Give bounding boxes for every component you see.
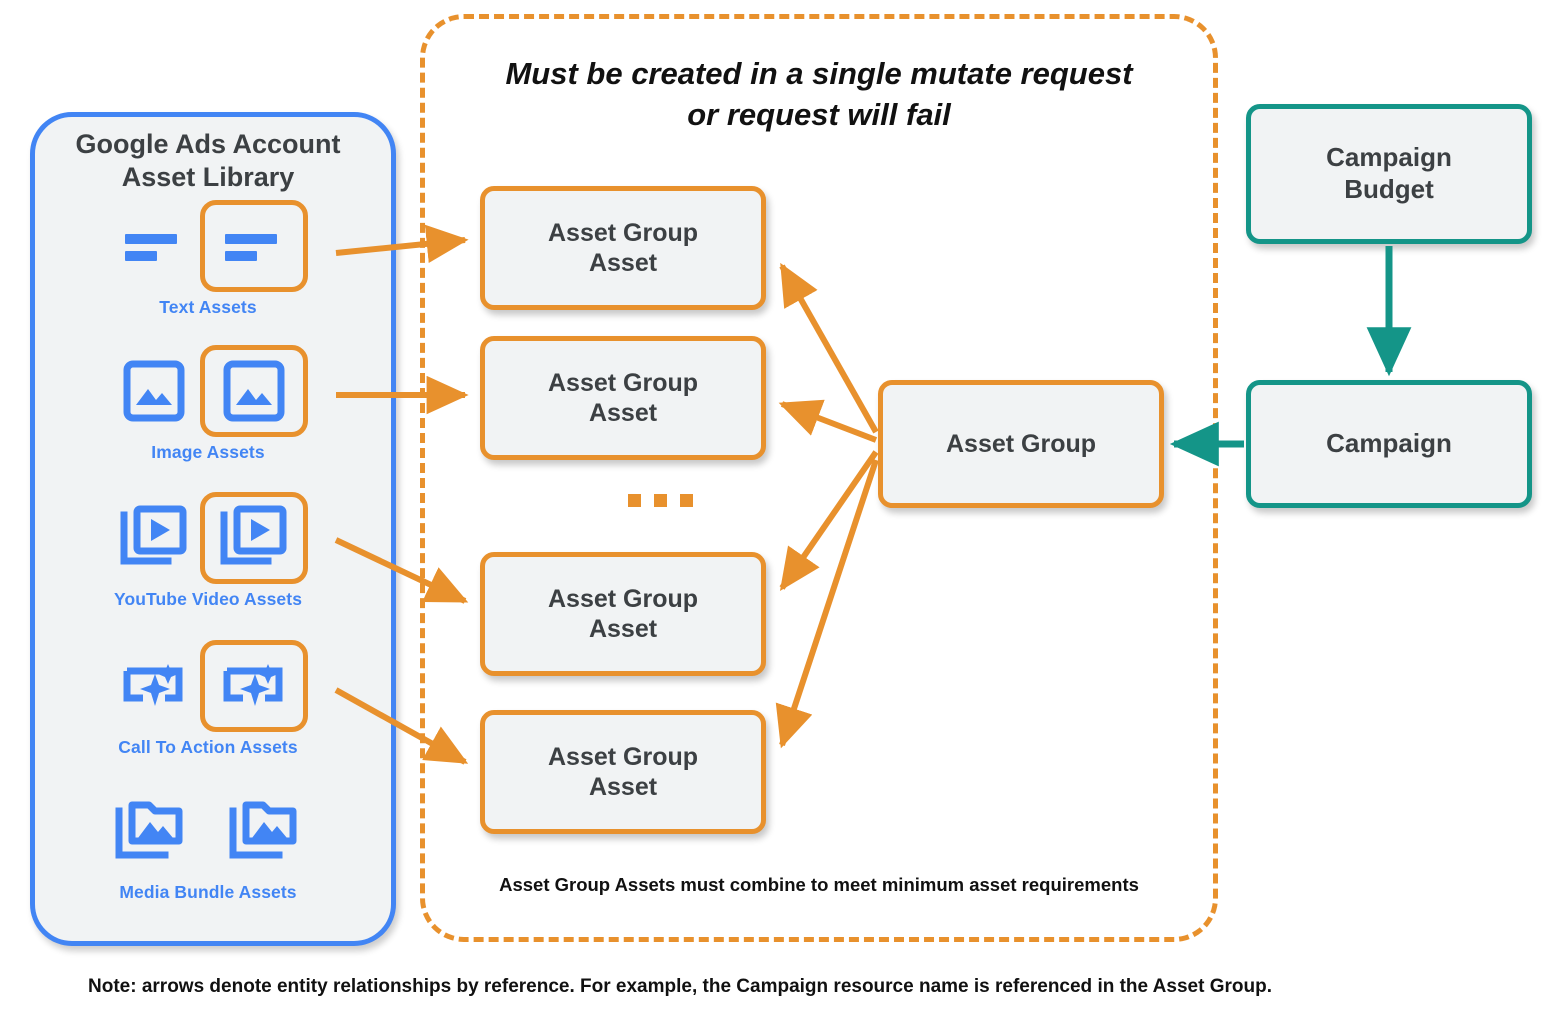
youtube-video-asset-highlighted-icon[interactable]	[200, 492, 308, 584]
asset-caption-text: Text Assets	[159, 297, 257, 317]
asset-library-title-line1: Google Ads Account	[75, 129, 341, 159]
text-asset-highlighted-icon[interactable]	[200, 200, 308, 292]
aga-4-line1: Asset Group	[547, 742, 699, 771]
asset-icons-media-bundle	[30, 785, 386, 877]
asset-icons-cta	[30, 640, 386, 732]
aga-2-line1: Asset Group	[547, 368, 699, 397]
asset-group-asset-node-4[interactable]: Asset Group Asset	[480, 710, 766, 834]
campaign-label: Campaign	[1326, 428, 1452, 459]
asset-group-asset-node-1[interactable]: Asset Group Asset	[480, 186, 766, 310]
ellipsis-dot-3	[680, 494, 693, 507]
campaign-budget-line1: Campaign	[1326, 142, 1452, 173]
aga-3-line1: Asset Group	[547, 584, 699, 613]
asset-group-label: Asset Group	[945, 429, 1097, 458]
call-to-action-asset-highlighted-icon[interactable]	[200, 640, 308, 732]
asset-library-title-line2: Asset Library	[121, 161, 295, 192]
ellipsis-dot-2	[654, 494, 667, 507]
asset-group-asset-node-3[interactable]: Asset Group Asset	[480, 552, 766, 676]
aga-1-line1: Asset Group	[547, 218, 699, 247]
asset-caption-video: YouTube Video Assets	[113, 589, 303, 609]
asset-caption-media-bundle: Media Bundle Assets	[119, 882, 297, 902]
ellipsis-dot-1	[628, 494, 641, 507]
media-bundle-asset-icon-2	[219, 785, 311, 877]
mutate-request-container	[420, 14, 1218, 942]
asset-row-cta[interactable]: Call To Action Assets	[30, 640, 386, 758]
asset-row-text[interactable]: Text Assets	[30, 200, 386, 318]
asset-library-title: Google Ads Account Asset Library	[30, 128, 386, 194]
aga-1-line2: Asset	[588, 249, 658, 277]
footer-note: Note: arrows denote entity relationships…	[88, 976, 1272, 997]
aga-2-line2: Asset	[588, 399, 658, 427]
campaign-budget-line2: Budget	[1344, 174, 1434, 204]
mutate-request-footnote: Asset Group Assets must combine to meet …	[499, 874, 1139, 895]
asset-icons-image	[30, 345, 386, 437]
youtube-video-asset-icon	[108, 492, 200, 584]
asset-group-asset-node-2[interactable]: Asset Group Asset	[480, 336, 766, 460]
aga-3-line2: Asset	[588, 615, 658, 643]
media-bundle-asset-icon	[105, 785, 197, 877]
campaign-node[interactable]: Campaign	[1246, 380, 1532, 508]
asset-row-image[interactable]: Image Assets	[30, 345, 386, 463]
asset-row-media-bundle[interactable]: Media Bundle Assets	[30, 785, 386, 903]
campaign-budget-node[interactable]: Campaign Budget	[1246, 104, 1532, 244]
text-asset-icon	[108, 200, 200, 292]
image-asset-icon	[108, 345, 200, 437]
asset-group-node[interactable]: Asset Group	[878, 380, 1164, 508]
asset-icons-text	[30, 200, 386, 292]
aga-4-line2: Asset	[588, 773, 658, 801]
mutate-heading-line2: or request will fail	[687, 96, 951, 132]
image-asset-highlighted-icon[interactable]	[200, 345, 308, 437]
asset-row-video[interactable]: YouTube Video Assets	[30, 492, 386, 610]
asset-icons-video	[30, 492, 386, 584]
asset-caption-image: Image Assets	[151, 442, 265, 462]
asset-group-asset-ellipsis	[628, 494, 693, 507]
asset-library-panel	[30, 112, 396, 946]
mutate-heading-line1: Must be created in a single mutate reque…	[505, 56, 1133, 91]
mutate-request-heading: Must be created in a single mutate reque…	[430, 54, 1208, 136]
asset-caption-cta: Call To Action Assets	[118, 737, 298, 757]
call-to-action-asset-icon	[108, 640, 200, 732]
